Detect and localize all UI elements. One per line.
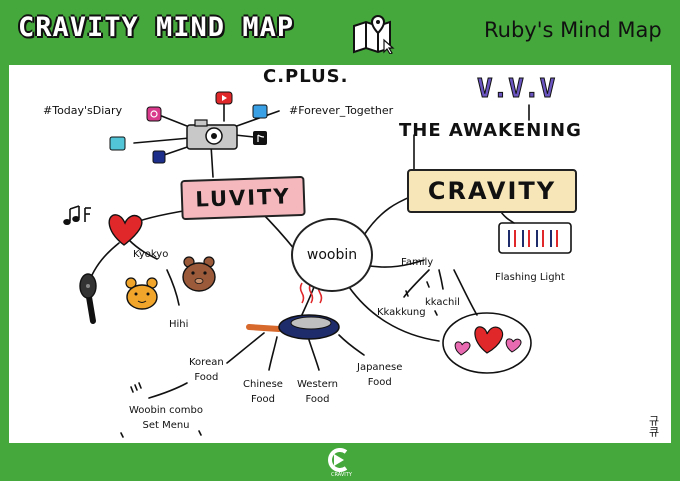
center-node-woobin: woobin — [291, 218, 373, 292]
instagram-icon — [146, 106, 162, 122]
cplus-label: C.PLUS. — [263, 66, 349, 87]
vvv-album-logo: V.V.V — [477, 74, 555, 104]
hashtag-todays-diary: #Today'sDiary — [43, 104, 123, 117]
brown-bear-icon — [182, 256, 216, 292]
red-heart-icon — [474, 326, 504, 354]
artist-signature: 규큐 — [647, 415, 660, 437]
kkachil-label: kkachil — [425, 297, 460, 308]
kyokyo-label: Kyokyo — [133, 249, 169, 260]
microphone-icon — [79, 273, 97, 324]
cravity-banner: CRAVITY — [407, 169, 577, 213]
family-label: Family — [401, 257, 434, 268]
mind-map-canvas: V.V.V C.PLUS. #Today'sDiary #Forever_To — [9, 65, 671, 443]
music-note-icon — [63, 205, 91, 226]
cravity-logo-icon — [328, 448, 348, 472]
vlive-icon — [109, 136, 126, 151]
luvity-banner: LUVITY — [180, 175, 306, 221]
page-title: CRAVITY MIND MAP — [18, 12, 295, 43]
hihi-label: Hihi — [169, 319, 189, 330]
map-pin-icon — [353, 14, 395, 54]
weverse-icon — [152, 150, 166, 164]
twitter-icon — [252, 104, 268, 119]
pink-heart-icon-left — [454, 341, 471, 356]
author-title: Ruby's Mind Map — [484, 18, 662, 42]
pink-heart-icon-right — [505, 338, 522, 353]
heart-icon — [108, 214, 143, 246]
lightstick-icons — [508, 230, 558, 247]
kkakkung-label: Kkakkung — [377, 307, 426, 318]
flashing-light-label: Flashing Light — [495, 272, 565, 283]
hashtag-forever-together: #Forever_Together — [289, 104, 394, 117]
tiktok-icon — [253, 131, 267, 145]
footer-logo-text: CRAVITY — [331, 472, 352, 478]
yellow-bear-icon — [125, 277, 158, 310]
awakening-album-label: THE AWAKENING — [399, 120, 582, 141]
camera-icon — [186, 119, 238, 150]
